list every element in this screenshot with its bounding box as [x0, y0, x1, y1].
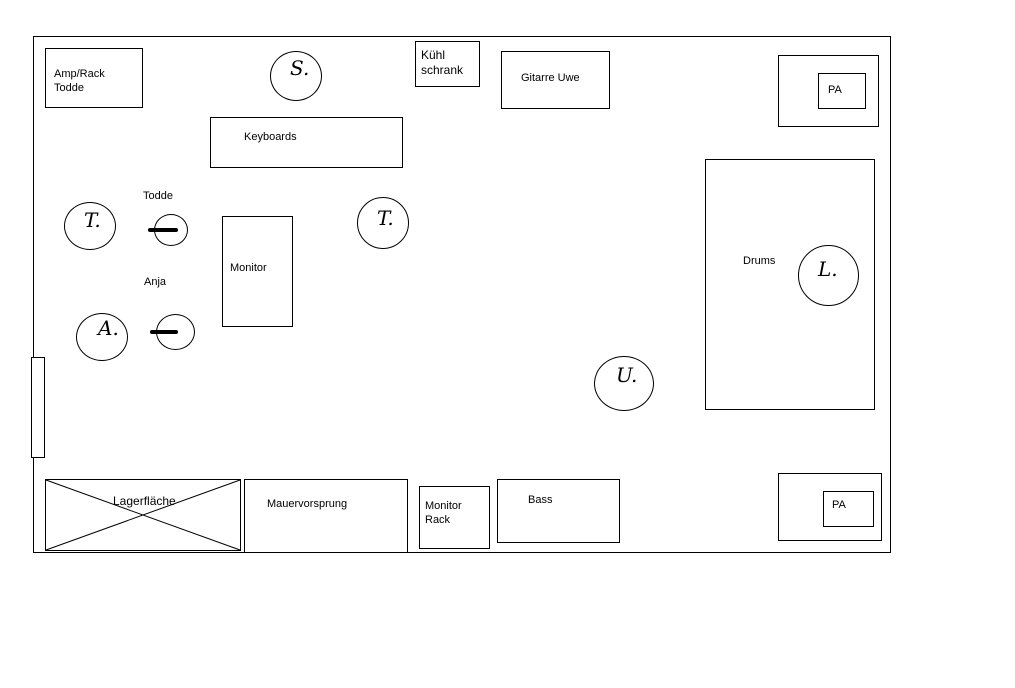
amp-rack-box: [45, 48, 143, 108]
monitor-rack-box: [419, 486, 490, 549]
person-s-initial: S.: [290, 56, 310, 80]
person-t-left-initial: T.: [84, 208, 101, 232]
door: [31, 357, 45, 458]
anja-mic-bar: [150, 330, 178, 334]
room-outline: [33, 36, 891, 553]
person-l-circle: [798, 245, 859, 306]
lagerflaeche-label: Lagerfläche: [113, 494, 176, 508]
person-l-initial: L.: [818, 257, 838, 281]
kuehlschrank-label: Kühl schrank: [421, 48, 464, 77]
todde-label: Todde: [143, 190, 173, 202]
gitarre-box: [501, 51, 610, 109]
monitor-rack-label: Monitor Rack: [425, 500, 462, 526]
kuehlschrank-box: [415, 41, 480, 87]
pa-top-label: PA: [828, 84, 842, 96]
pa-top-outer: [778, 55, 879, 127]
amp-rack-label: Amp/Rack Todde: [54, 68, 105, 94]
todde-mic-bar: [148, 228, 178, 232]
person-u-circle: [594, 356, 654, 411]
monitor-box: [222, 216, 293, 327]
drums-box: [705, 159, 875, 410]
person-t-left-circle: [64, 202, 116, 250]
person-s-circle: [270, 51, 322, 101]
bass-label: Bass: [528, 494, 553, 506]
person-t-center-circle: [357, 197, 409, 249]
gitarre-label: Gitarre Uwe: [521, 72, 580, 84]
person-a-circle: [76, 313, 128, 361]
mauervorsprung-box: [244, 479, 408, 553]
pa-bottom-outer: [778, 473, 882, 541]
person-u-initial: U.: [616, 363, 638, 387]
keyboards-box: [210, 117, 403, 168]
lagerflaeche-box: [45, 479, 241, 551]
pa-bottom-inner: [823, 491, 874, 527]
person-t-center-initial: T.: [377, 206, 394, 230]
monitor-label: Monitor: [230, 262, 267, 274]
mauervorsprung-label: Mauervorsprung: [267, 498, 348, 510]
anja-label: Anja: [144, 276, 167, 288]
keyboards-label: Keyboards: [244, 131, 297, 143]
bass-box: [497, 479, 620, 543]
lagerflaeche-cross: [45, 479, 241, 551]
pa-bottom-label: PA: [832, 499, 846, 511]
pa-top-inner: [818, 73, 866, 109]
drums-label: Drums: [743, 255, 776, 267]
person-a-initial: A.: [98, 316, 119, 340]
